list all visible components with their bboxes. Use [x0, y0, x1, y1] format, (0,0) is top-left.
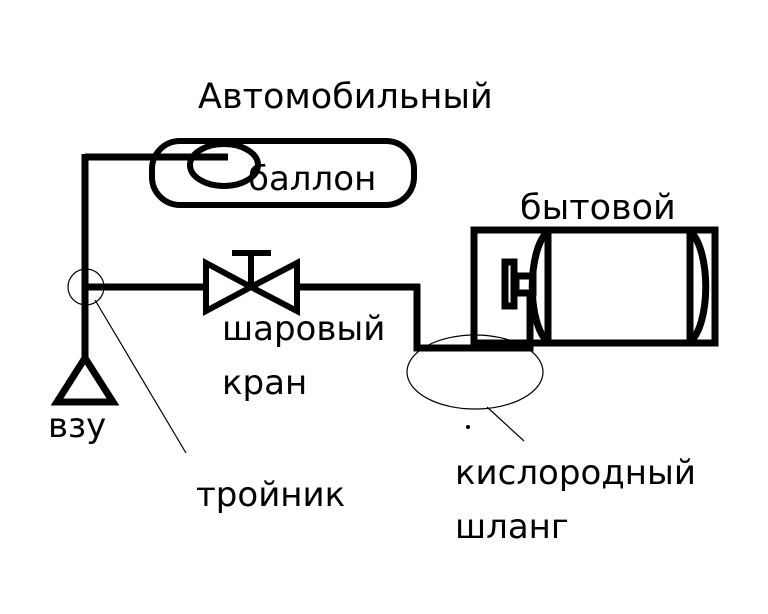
tee-fitting-leader-line [94, 299, 187, 454]
oxygen-hose-leader-line [486, 406, 525, 442]
ball-valve-right-triangle [244, 258, 300, 316]
household-cylinder-regulator-body [512, 272, 537, 297]
tee-fitting-circle [67, 268, 105, 306]
oxygen-hose-pipe [413, 284, 534, 352]
filling-device [50, 351, 120, 406]
ball-valve [203, 250, 300, 316]
automotive-cylinder-body [149, 138, 417, 208]
filling-device-label: взу [48, 406, 106, 446]
tee-fitting-label: тройник [196, 475, 345, 515]
household-cylinder [470, 226, 719, 347]
ball-valve-label-line2: кран [222, 363, 307, 403]
automotive-cylinder-label: баллон [248, 159, 376, 199]
pipe-network [81, 153, 420, 360]
tee-fitting-annotation [67, 268, 187, 454]
oxygen-hose-annotation [406, 334, 544, 442]
household-cylinder-frame [470, 226, 719, 347]
automotive-cylinder-valve-icon [187, 141, 261, 189]
ball-valve-left-triangle [203, 258, 258, 316]
household-title-label: бытовой [520, 188, 676, 228]
oxygen-hose-ellipse [406, 334, 544, 410]
oxygen-hose-label-line1: кислородный [455, 453, 696, 493]
oxygen-hose [413, 284, 534, 352]
ball-valve-label-line1: шаровый [222, 309, 385, 349]
oxygen-hose-leader-dot [466, 425, 470, 429]
filling-device-triangle [50, 351, 120, 406]
automotive-cylinder [149, 138, 417, 208]
oxygen-hose-label-line2: шланг [455, 507, 569, 547]
automotive-title-label: Автомобильный [198, 77, 493, 117]
household-cylinder-right-dome [687, 228, 710, 345]
